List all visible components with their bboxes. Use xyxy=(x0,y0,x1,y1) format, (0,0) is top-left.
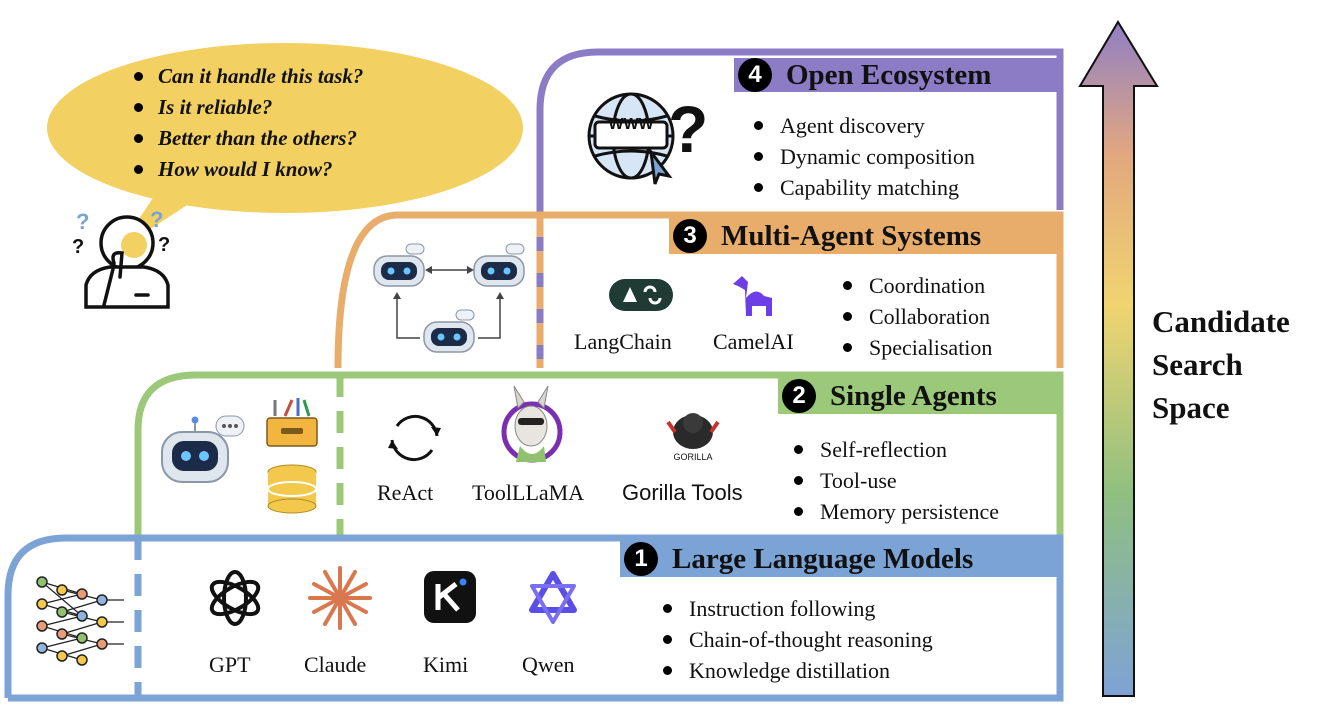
gpt-label: GPT xyxy=(209,652,251,677)
langchain-label: LangChain xyxy=(574,329,672,354)
axis-label-line-3: Space xyxy=(1152,390,1230,425)
question-3: Better than the others? xyxy=(128,123,363,154)
tier2-bullets: Self-reflection Tool-use Memory persiste… xyxy=(788,434,999,527)
question-1: Can it handle this task? xyxy=(128,61,363,92)
tier4-number: 4 xyxy=(738,58,772,92)
claude-label: Claude xyxy=(304,652,367,677)
tier2-header: 2 Single Agents xyxy=(782,379,997,413)
question-4: How would I know? xyxy=(128,154,363,185)
tier4-outline xyxy=(536,48,1064,368)
tier3-bullet-3: Specialisation xyxy=(837,332,992,363)
speech-bubble-text: Can it handle this task? Is it reliable?… xyxy=(128,61,363,185)
tier1-title: Large Language Models xyxy=(672,542,974,575)
tier2-bullet-1: Self-reflection xyxy=(788,434,999,465)
tier2-outline xyxy=(134,371,1064,535)
tier3-title: Multi-Agent Systems xyxy=(721,219,982,252)
tier2-title: Single Agents xyxy=(830,379,997,412)
tier4-header: 4 Open Ecosystem xyxy=(738,58,991,92)
tier3-number: 3 xyxy=(673,219,707,253)
tier4-bullet-1: Agent discovery xyxy=(748,110,975,141)
tier1-number: 1 xyxy=(624,542,658,576)
tier1-header: 1 Large Language Models xyxy=(624,542,973,576)
tier4-header-bar xyxy=(734,58,1057,92)
tier1-bullet-1: Instruction following xyxy=(657,593,933,624)
tier3-outline xyxy=(334,211,1064,369)
tier1-bullets: Instruction following Chain-of-thought r… xyxy=(657,593,933,686)
tier3-header-bar xyxy=(669,218,1057,254)
tier2-bullet-3: Memory persistence xyxy=(788,496,999,527)
tier4-bullet-3: Capability matching xyxy=(748,172,975,203)
search-space-arrow xyxy=(1078,20,1159,697)
tier1-bullet-3: Knowledge distillation xyxy=(657,655,933,686)
tier2-bullet-2: Tool-use xyxy=(788,465,999,496)
react-label: ReAct xyxy=(377,480,434,505)
camelai-label: CamelAI xyxy=(713,329,794,354)
tier3-bullet-2: Collaboration xyxy=(837,301,992,332)
axis-label-line-2: Search xyxy=(1152,347,1243,382)
tier2-number: 2 xyxy=(782,379,816,413)
tier1-bullet-2: Chain-of-thought reasoning xyxy=(657,624,933,655)
tier4-title: Open Ecosystem xyxy=(786,58,992,91)
tier4-bullets: Agent discovery Dynamic composition Capa… xyxy=(748,110,975,203)
tier1-outline xyxy=(4,534,1064,702)
tier1-header-bar xyxy=(620,541,1057,577)
kimi-label: Kimi xyxy=(423,652,469,677)
toolllama-label: ToolLLaMA xyxy=(472,480,585,505)
gorilla-tools-label: Gorilla Tools xyxy=(622,480,743,505)
question-2: Is it reliable? xyxy=(128,92,363,123)
tier3-bullet-1: Coordination xyxy=(837,270,992,301)
qwen-label: Qwen xyxy=(522,652,575,677)
axis-label-line-1: Candidate xyxy=(1152,304,1290,339)
tier2-header-bar xyxy=(778,378,1057,414)
tier4-bullet-2: Dynamic composition xyxy=(748,141,975,172)
question-mark-icon: ? xyxy=(668,92,709,166)
candidate-search-space-label: Candidate Search Space xyxy=(1152,300,1290,429)
tier3-bullets: Coordination Collaboration Specialisatio… xyxy=(837,270,992,363)
tier3-header: 3 Multi-Agent Systems xyxy=(673,219,981,253)
